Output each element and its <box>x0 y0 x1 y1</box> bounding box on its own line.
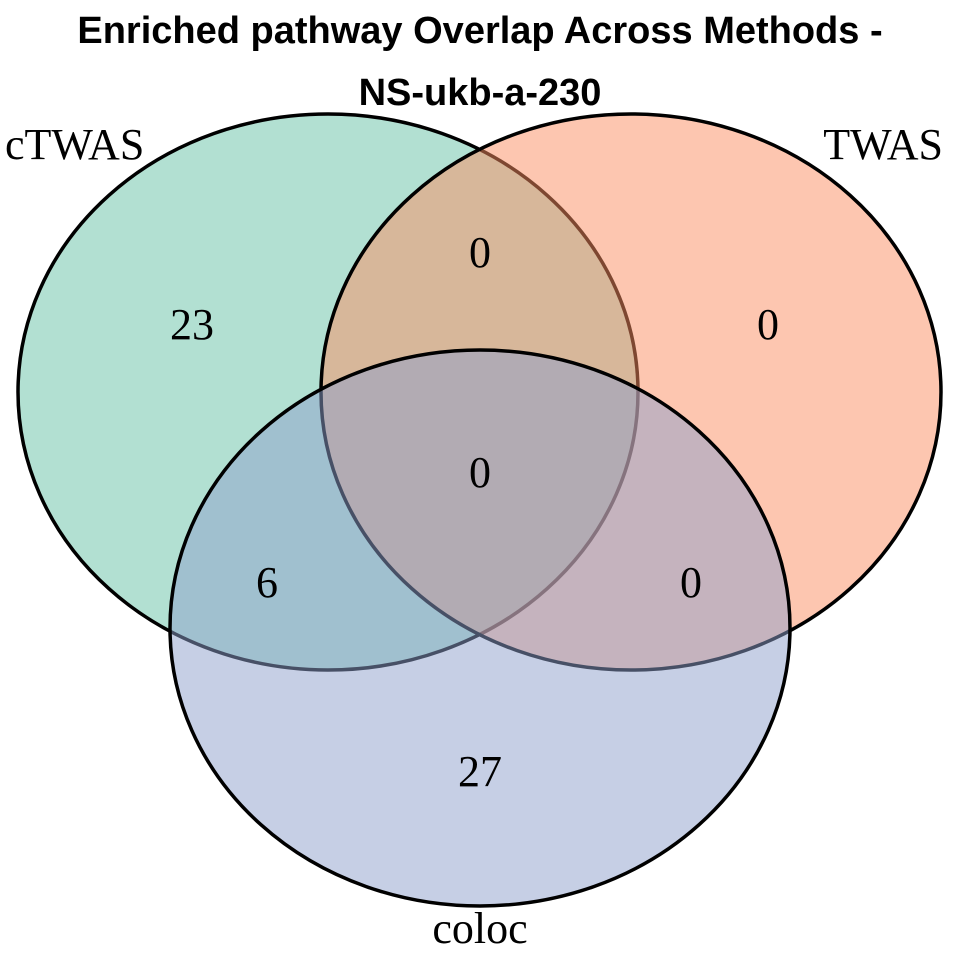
twas-only-count: 0 <box>757 300 779 349</box>
coloc-set-label: coloc <box>432 904 527 953</box>
coloc-set-circle <box>168 348 792 908</box>
twas-set-label: TWAS <box>823 120 943 169</box>
ctwas-set-label: cTWAS <box>5 120 144 169</box>
coloc-only-count: 27 <box>458 747 502 796</box>
ctwas-coloc-count: 6 <box>256 558 278 607</box>
figure-title: Enriched pathway Overlap Across Methods … <box>0 0 960 124</box>
figure-title-line-1: Enriched pathway Overlap Across Methods … <box>77 10 883 52</box>
ctwas-only-count: 23 <box>170 300 214 349</box>
ctwas-twas-count: 0 <box>469 228 491 277</box>
twas-coloc-count: 0 <box>680 558 702 607</box>
figure-title-line-2: NS-ukb-a-230 <box>358 72 602 114</box>
all-three-count: 0 <box>469 448 491 497</box>
